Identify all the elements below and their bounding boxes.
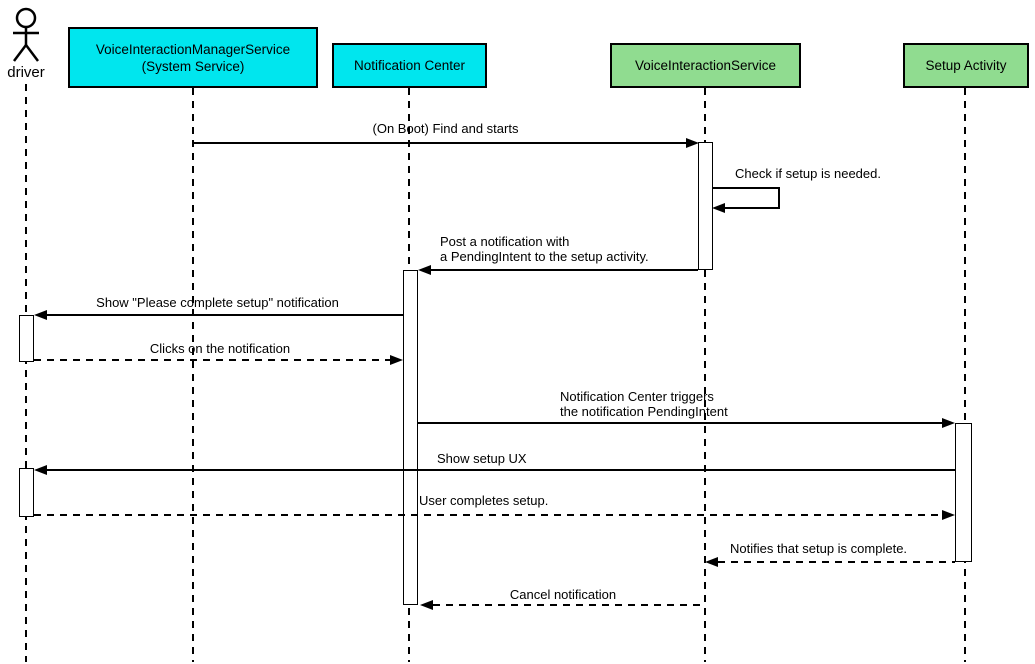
message-line-notifies-setup-complete <box>718 561 955 563</box>
message-label-show-setup-ux: Show setup UX <box>437 451 527 466</box>
message-line-post-a-notification <box>431 269 698 271</box>
participant-box-voiceinteractionmanagerservice: VoiceInteractionManagerService (System S… <box>68 27 318 88</box>
message-label-notification-center-triggers: Notification Center triggers the notific… <box>560 389 728 419</box>
message-line-notification-center-triggers <box>418 422 942 424</box>
activation-bar-notification-center <box>403 270 418 605</box>
message-label-show-please-complete-setup: Show "Please complete setup" notificatio… <box>96 295 339 310</box>
participant-box-setup-activity: Setup Activity <box>903 43 1029 88</box>
message-line-show-setup-ux <box>47 469 955 471</box>
arrowhead-icon <box>942 418 955 428</box>
arrowhead-icon <box>712 203 725 213</box>
message-line-on-boot-find-and-starts <box>193 142 686 144</box>
participant-box-voiceinteractionservice: VoiceInteractionService <box>610 43 801 88</box>
arrowhead-icon <box>686 138 699 148</box>
message-label-notifies-setup-complete: Notifies that setup is complete. <box>730 541 908 556</box>
self-message-line-side <box>778 187 780 209</box>
arrowhead-icon <box>34 310 47 320</box>
arrowhead-icon <box>418 265 431 275</box>
message-label-cancel-notification: Cancel notification <box>509 587 617 602</box>
message-line-show-please-complete-setup <box>47 314 403 316</box>
message-label-check-if-setup-is-needed: Check if setup is needed. <box>735 166 881 181</box>
arrowhead-icon <box>390 355 403 365</box>
self-message-line-top <box>713 187 780 189</box>
message-line-cancel-notification <box>433 604 705 606</box>
actor-label-driver: driver <box>7 64 45 81</box>
message-label-on-boot-find-and-starts: (On Boot) Find and starts <box>372 121 519 136</box>
activation-bar-voiceinteractionservice <box>698 142 713 270</box>
lifeline-voiceinteractionmanagerservice <box>192 88 194 662</box>
message-label-post-a-notification: Post a notification with a PendingIntent… <box>440 234 649 264</box>
lifeline-voiceinteractionservice <box>704 88 706 662</box>
arrowhead-icon <box>420 600 433 610</box>
participant-box-notification-center: Notification Center <box>332 43 487 88</box>
message-label-user-completes-setup: User completes setup. <box>419 493 549 508</box>
self-message-line-bottom <box>725 207 780 209</box>
message-line-user-completes-setup <box>34 514 942 516</box>
message-line-clicks-on-the-notification <box>34 359 390 361</box>
activation-bar-driver-1 <box>19 315 34 362</box>
arrowhead-icon <box>34 465 47 475</box>
message-label-clicks-on-the-notification: Clicks on the notification <box>149 341 291 356</box>
activation-bar-driver-2 <box>19 468 34 517</box>
lifeline-setup-activity <box>964 88 966 662</box>
actor-icon <box>13 7 39 62</box>
arrowhead-icon <box>705 557 718 567</box>
lifeline-driver <box>25 84 27 662</box>
arrowhead-icon <box>942 510 955 520</box>
activation-bar-setup-activity <box>955 423 972 562</box>
